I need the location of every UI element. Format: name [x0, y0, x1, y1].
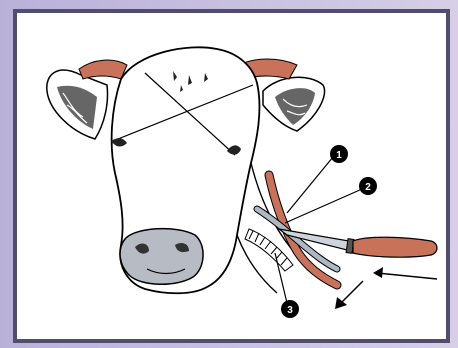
callout-line-2	[285, 189, 362, 223]
muzzle	[120, 229, 203, 285]
callout-number-3: 3	[287, 305, 293, 316]
callout-number-1: 1	[336, 150, 342, 161]
arrow-right-to-left	[373, 267, 437, 279]
callout-marker-1: 1	[330, 145, 348, 163]
diagram-panel: 1 2 3	[13, 9, 450, 343]
callout-number-2: 2	[365, 182, 371, 193]
callout-marker-2: 2	[359, 177, 377, 195]
callout-marker-3: 3	[281, 300, 299, 318]
diagram-canvas: 1 2 3	[17, 13, 446, 339]
blood-vessels	[257, 175, 337, 285]
